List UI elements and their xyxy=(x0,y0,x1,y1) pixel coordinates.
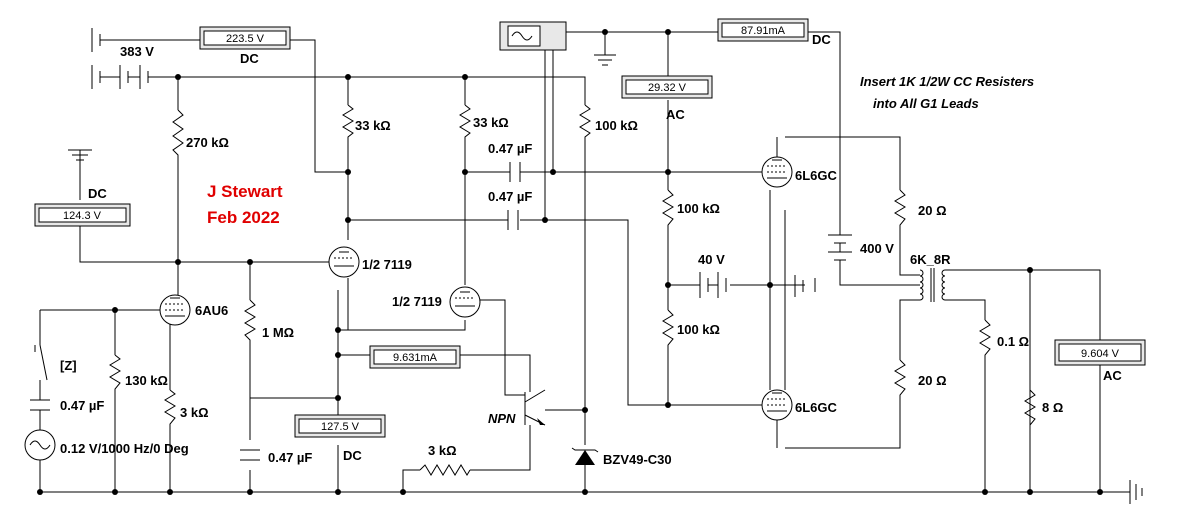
label-r-3k-a: 3 kΩ xyxy=(180,405,209,420)
label-tube-6au6: 6AU6 xyxy=(195,303,228,318)
resistor-130k xyxy=(109,354,121,395)
resistor-33k-a xyxy=(342,104,354,140)
label-r-1m: 1 MΩ xyxy=(262,325,294,340)
label-tube-6l6-top: 6L6GC xyxy=(795,168,838,183)
svg-text:29.32 V: 29.32 V xyxy=(648,82,687,94)
label-tube-7119-b: 1/2 7119 xyxy=(392,294,442,309)
battery-right xyxy=(794,275,804,297)
meter-ma-9631: 9.631mA xyxy=(369,345,461,369)
tube-6l6-top xyxy=(761,137,793,188)
resistor-100k-top xyxy=(579,104,591,140)
resistor-20-top xyxy=(894,189,906,230)
meter-dc-127: 127.5 V DC xyxy=(294,414,386,463)
tube-7119-b xyxy=(449,286,481,318)
resistor-270k xyxy=(172,109,184,160)
npn-transistor xyxy=(524,389,546,426)
svg-text:DC: DC xyxy=(812,32,831,47)
resistor-20-bot xyxy=(894,359,906,400)
resistor-01 xyxy=(979,319,991,360)
svg-text:into All G1 Leads: into All G1 Leads xyxy=(873,96,979,111)
tube-6au6 xyxy=(159,294,191,326)
meter-dc-ma-87: 87.91mA DC xyxy=(717,18,831,47)
component-labels: 383 V 270 kΩ 33 kΩ 33 kΩ 100 kΩ 0.47 µF … xyxy=(60,44,1063,467)
ground-icon xyxy=(68,54,1143,504)
svg-text:124.3 V: 124.3 V xyxy=(63,210,102,222)
meter-dc-124: 124.3 V DC xyxy=(34,186,131,227)
zener-diode xyxy=(571,447,599,465)
label-tube-6l6-bot: 6L6GC xyxy=(795,400,838,415)
svg-text:87.91mA: 87.91mA xyxy=(741,25,786,37)
resistor-3k-a xyxy=(164,389,176,430)
label-r-33k-a: 33 kΩ xyxy=(355,118,391,133)
label-xfmr: 6K_8R xyxy=(910,252,951,267)
svg-text:127.5 V: 127.5 V xyxy=(321,421,360,433)
label-switch-key: [Z] xyxy=(60,358,77,373)
svg-text:DC: DC xyxy=(240,51,259,66)
tubes xyxy=(159,137,793,448)
label-zener: BZV49-C30 xyxy=(603,452,672,467)
svg-text:9.604 V: 9.604 V xyxy=(1081,348,1120,360)
switch[interactable] xyxy=(34,344,48,381)
label-r-8: 8 Ω xyxy=(1042,400,1063,415)
output-transformer xyxy=(919,268,946,302)
battery-400v xyxy=(828,234,852,261)
ac-source xyxy=(24,429,56,461)
label-supply-400: 400 V xyxy=(860,241,894,256)
capacitor-047-a xyxy=(509,162,521,182)
svg-text:AC: AC xyxy=(666,107,685,122)
design-note: Insert 1K 1/2W CC Resisters into All G1 … xyxy=(860,74,1034,111)
resistor-33k-b xyxy=(459,104,471,140)
tube-7119-a xyxy=(328,246,360,278)
credit: J Stewart Feb 2022 xyxy=(207,182,283,227)
label-c-047-b: 0.47 µF xyxy=(488,189,532,204)
resistor-100k-mid xyxy=(662,189,674,230)
label-c-047-a: 0.47 µF xyxy=(488,141,532,156)
label-bias-40v: 40 V xyxy=(698,252,725,267)
svg-text:DC: DC xyxy=(88,186,107,201)
svg-text:223.5 V: 223.5 V xyxy=(226,33,265,45)
label-r-270k: 270 kΩ xyxy=(186,135,229,150)
capacitors xyxy=(30,162,521,461)
resistor-1m xyxy=(244,299,256,350)
meter-ac-29: 29.32 V AC xyxy=(621,75,713,122)
label-r-33k-b: 33 kΩ xyxy=(473,115,509,130)
battery-icon xyxy=(91,28,155,89)
label-r-20-top: 20 Ω xyxy=(918,203,947,218)
label-c-047-c: 0.47 µF xyxy=(60,398,104,413)
meter-dc-223: 223.5 V DC xyxy=(199,26,291,66)
label-r-3k-b: 3 kΩ xyxy=(428,443,457,458)
batteries xyxy=(91,28,852,298)
label-r-01: 0.1 Ω xyxy=(997,334,1029,349)
svg-text:Insert 1K 1/2W CC Resisters: Insert 1K 1/2W CC Resisters xyxy=(860,74,1034,89)
label-r-100k-low: 100 kΩ xyxy=(677,322,720,337)
label-r-20-bot: 20 Ω xyxy=(918,373,947,388)
label-supply-383: 383 V xyxy=(120,44,154,59)
capacitor-047-b xyxy=(507,210,519,230)
credit-date: Feb 2022 xyxy=(207,208,280,227)
label-r-130k: 130 kΩ xyxy=(125,373,168,388)
label-source: 0.12 V/1000 Hz/0 Deg xyxy=(60,441,189,456)
resistor-3k-b xyxy=(419,464,471,476)
oscilloscope-icon xyxy=(499,21,567,51)
label-r-100k-mid: 100 kΩ xyxy=(677,201,720,216)
label-c-047-d: 0.47 µF xyxy=(268,450,312,465)
credit-author: J Stewart xyxy=(207,182,283,201)
junction-dots xyxy=(37,29,1103,495)
meter-ac-9604: 9.604 V AC xyxy=(1054,339,1146,383)
resistors xyxy=(109,104,1036,476)
tube-6l6-bot xyxy=(761,389,793,448)
svg-text:9.631mA: 9.631mA xyxy=(393,352,438,364)
label-tube-7119-a: 1/2 7119 xyxy=(362,257,412,272)
resistor-8 xyxy=(1024,389,1036,430)
capacitor-047-c xyxy=(30,399,50,411)
battery-40v xyxy=(699,272,727,298)
label-r-100k-top: 100 kΩ xyxy=(595,118,638,133)
svg-text:DC: DC xyxy=(343,448,362,463)
svg-text:AC: AC xyxy=(1103,368,1122,383)
resistor-100k-low xyxy=(662,309,674,350)
label-npn: NPN xyxy=(488,411,516,426)
wires xyxy=(39,31,1130,493)
capacitor-047-d xyxy=(240,449,260,461)
